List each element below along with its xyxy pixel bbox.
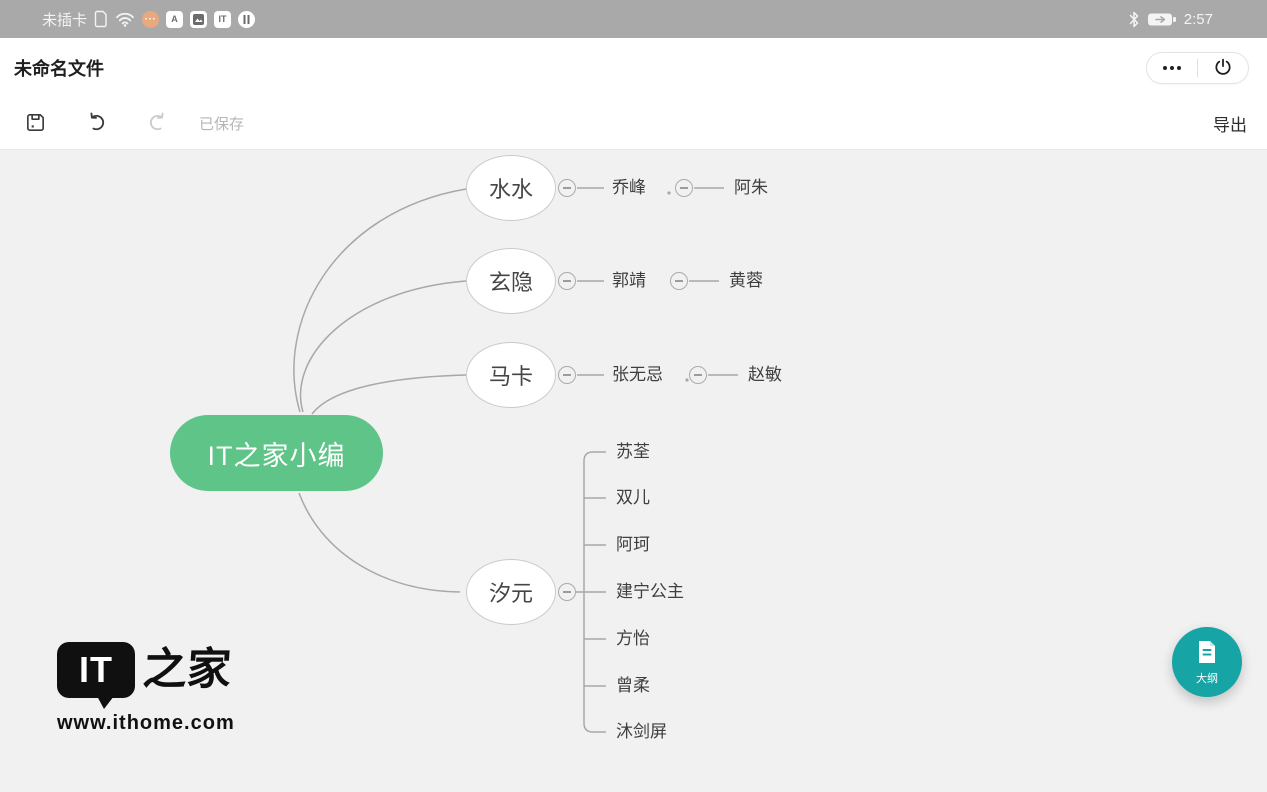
ithome-url: www.ithome.com <box>57 712 235 734</box>
root-node-label: IT之家小编 <box>207 440 346 471</box>
leaf-node[interactable]: 方怡 <box>616 629 650 648</box>
outline-document-icon <box>1195 639 1219 668</box>
outline-fab-label: 大纲 <box>1196 672 1218 685</box>
outline-fab-button[interactable]: 大纲 <box>1172 627 1242 697</box>
ithome-logo-zhijia: 之家 <box>141 645 233 694</box>
more-button[interactable] <box>1147 53 1197 83</box>
connector-lines <box>293 187 738 733</box>
collapse-button[interactable] <box>558 583 576 601</box>
leaf-node[interactable]: 双儿 <box>616 488 650 507</box>
save-icon <box>24 111 47 137</box>
leaf-node[interactable]: 沐剑屏 <box>616 722 667 741</box>
leaf-node[interactable]: 郭靖 <box>612 271 646 290</box>
redo-icon <box>146 111 169 137</box>
toolbar: 已保存 导出 <box>0 98 1267 150</box>
mini-program-capsule <box>1146 52 1249 84</box>
branch-node-label: 马卡 <box>488 364 533 389</box>
leaf-node[interactable]: 苏荃 <box>616 442 650 461</box>
leaf-node[interactable]: 黄蓉 <box>729 271 763 290</box>
collapse-button[interactable] <box>558 179 576 197</box>
export-button[interactable]: 导出 <box>1213 111 1247 136</box>
capsule-divider <box>1197 59 1198 77</box>
branch-node-shuishui[interactable]: 水水 <box>466 155 556 221</box>
carrier-label: 未插卡 <box>42 11 88 29</box>
undo-button[interactable] <box>85 111 108 137</box>
mindmap-canvas[interactable]: IT之家小编 水水 玄隐 马卡 汐元 乔峰 阿朱 郭靖 黄蓉 张无忌 赵敏 苏荃… <box>0 150 1267 792</box>
more-icon <box>1163 66 1181 70</box>
power-icon <box>1213 57 1233 80</box>
branch-node-maka[interactable]: 马卡 <box>466 342 556 408</box>
leaf-node[interactable]: 张无忌 <box>612 365 663 384</box>
collapse-button[interactable] <box>689 366 707 384</box>
logo-bubble-tail <box>97 696 114 709</box>
collapse-button[interactable] <box>558 366 576 384</box>
exit-button[interactable] <box>1198 53 1248 83</box>
ithome-watermark: IT 之家 www.ithome.com <box>57 642 235 735</box>
redo-button[interactable] <box>146 111 169 137</box>
sim-icon <box>94 10 108 28</box>
ithome-logo-bubble: IT <box>57 642 135 709</box>
branch-node-label: 玄隐 <box>488 270 533 295</box>
collapse-button[interactable] <box>558 272 576 290</box>
app-a-icon: A <box>166 10 184 28</box>
leaf-node[interactable]: 乔峰 <box>612 178 646 197</box>
branch-node-xiyuan[interactable]: 汐元 <box>466 559 556 625</box>
leaf-node[interactable]: 曾柔 <box>616 676 650 695</box>
document-title: 未命名文件 <box>14 59 104 79</box>
branch-node-label: 汐元 <box>488 581 533 606</box>
branch-node-label: 水水 <box>488 177 533 202</box>
pause-app-icon <box>238 10 256 28</box>
clock-label: 2:57 <box>1183 10 1213 28</box>
chat-notification-icon: ··· <box>142 10 160 28</box>
wifi-icon <box>115 11 135 27</box>
leaf-node[interactable]: 建宁公主 <box>616 582 684 601</box>
bluetooth-icon <box>1128 11 1140 28</box>
saved-status: 已保存 <box>199 116 245 133</box>
title-bar: 未命名文件 <box>0 38 1267 98</box>
undo-icon <box>85 111 108 137</box>
status-bar: 未插卡 ··· A IT <box>0 0 1267 38</box>
save-button[interactable] <box>24 111 47 137</box>
branch-node-xuanyin[interactable]: 玄隐 <box>466 248 556 314</box>
root-node[interactable]: IT之家小编 <box>170 415 383 491</box>
collapse-button[interactable] <box>670 272 688 290</box>
leaf-node[interactable]: 阿朱 <box>734 178 768 197</box>
leaf-node[interactable]: 阿珂 <box>616 535 650 554</box>
collapse-button[interactable] <box>675 179 693 197</box>
ithome-app-icon: IT <box>214 10 232 28</box>
battery-charging-icon <box>1147 12 1177 27</box>
leaf-node[interactable]: 赵敏 <box>748 365 782 384</box>
gallery-app-icon <box>190 10 208 28</box>
ithome-logo-it: IT <box>79 649 113 690</box>
